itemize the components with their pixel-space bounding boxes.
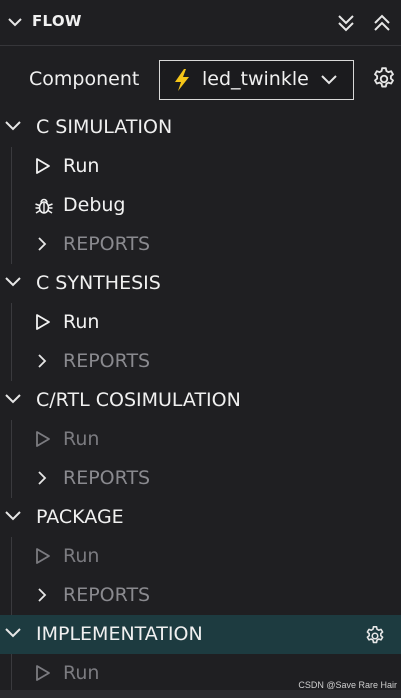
chevron-down-icon: [5, 121, 21, 131]
component-settings-button[interactable]: [371, 66, 397, 92]
expand-all-button[interactable]: [334, 11, 358, 35]
section-package[interactable]: PACKAGE: [0, 498, 401, 537]
tree-guide: [11, 225, 12, 264]
tree-guide: [11, 342, 12, 381]
chevron-down-icon: [5, 394, 21, 404]
tree-guide: [11, 147, 12, 186]
item-label: Run: [63, 155, 100, 177]
tree-guide: [11, 576, 12, 615]
tree-guide: [11, 303, 12, 342]
reports-item[interactable]: REPORTS: [0, 225, 401, 264]
section-c-synthesis[interactable]: C SYNTHESIS: [0, 264, 401, 303]
tree-guide: [11, 459, 12, 498]
tree-guide: [11, 186, 12, 225]
debug-item[interactable]: Debug: [0, 186, 401, 225]
lightning-icon: [175, 69, 189, 91]
item-label: Run: [63, 545, 100, 567]
component-row: Component led_twinkle: [0, 58, 401, 102]
reports-item[interactable]: REPORTS: [0, 576, 401, 615]
tree-guide: [11, 654, 12, 693]
watermark: CSDN @Save Rare Hair: [298, 680, 397, 690]
chevron-down-icon: [5, 511, 21, 521]
item-label: REPORTS: [63, 350, 151, 372]
play-icon: [36, 548, 50, 564]
flow-header: FLOW: [0, 0, 401, 46]
item-label: REPORTS: [63, 233, 151, 255]
run-item: Run: [0, 537, 401, 576]
implementation-settings-button[interactable]: [364, 625, 386, 647]
gear-icon: [366, 626, 384, 644]
component-label: Component: [29, 68, 140, 90]
chevron-down-icon: [5, 628, 21, 638]
section-title: PACKAGE: [36, 506, 124, 528]
run-item: Run: [0, 654, 401, 693]
chevron-down-icon: [321, 75, 337, 85]
chevron-right-icon: [38, 354, 47, 368]
section-title: C SYNTHESIS: [36, 272, 161, 294]
section-title: C/RTL COSIMULATION: [36, 389, 241, 411]
double-chevron-up-icon: [374, 14, 390, 31]
gear-icon: [374, 67, 394, 88]
item-label: REPORTS: [63, 467, 151, 489]
double-chevron-down-icon: [338, 15, 354, 32]
chevron-down-icon: [5, 277, 21, 287]
play-icon: [36, 158, 50, 174]
section-c-simulation[interactable]: C SIMULATION: [0, 108, 401, 147]
component-select[interactable]: led_twinkle: [159, 60, 354, 100]
run-item[interactable]: Run: [0, 303, 401, 342]
section-implementation[interactable]: IMPLEMENTATION: [0, 615, 401, 654]
chevron-right-icon: [38, 471, 47, 485]
reports-item[interactable]: REPORTS: [0, 459, 401, 498]
chevron-right-icon: [38, 237, 47, 251]
tree-guide: [11, 420, 12, 459]
tree-guide: [11, 537, 12, 576]
section-c-rtl-cosimulation[interactable]: C/RTL COSIMULATION: [0, 381, 401, 420]
chevron-down-icon[interactable]: [7, 16, 23, 28]
item-label: REPORTS: [63, 584, 151, 606]
item-label: Debug: [63, 194, 126, 216]
item-label: Run: [63, 428, 100, 450]
item-label: Run: [63, 311, 100, 333]
horizontal-scrollbar[interactable]: [0, 690, 401, 698]
play-icon: [36, 314, 50, 330]
bug-icon: [35, 198, 53, 214]
item-label: Run: [63, 662, 100, 684]
play-icon: [36, 431, 50, 447]
section-title: IMPLEMENTATION: [36, 623, 203, 645]
component-select-value: led_twinkle: [202, 68, 309, 90]
run-item[interactable]: Run: [0, 147, 401, 186]
run-item: Run: [0, 420, 401, 459]
reports-item[interactable]: REPORTS: [0, 342, 401, 381]
section-title: C SIMULATION: [36, 116, 173, 138]
collapse-all-button[interactable]: [370, 11, 394, 35]
chevron-right-icon: [38, 588, 47, 602]
panel-title: FLOW: [32, 12, 82, 30]
play-icon: [36, 665, 50, 681]
